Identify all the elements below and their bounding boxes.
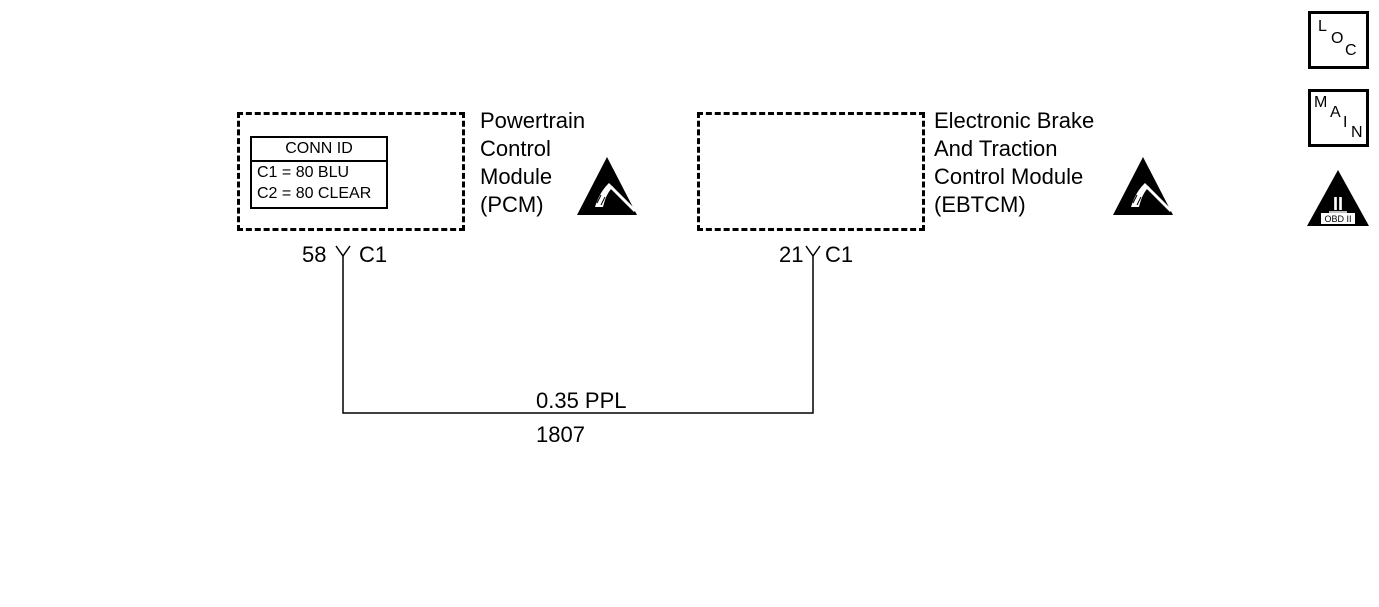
ebtcm-name-line: Electronic Brake	[934, 108, 1095, 133]
conn-id-row: C1 = 80 BLU	[257, 164, 350, 181]
ebtcm-pin-number: 21	[779, 242, 804, 267]
pcm-pin-number: 58	[302, 242, 327, 267]
main-menu-icon[interactable]: M A I N	[1308, 89, 1369, 147]
pcm-name-line: Module	[480, 164, 553, 189]
ebtcm-name-line: (EBTCM)	[934, 192, 1026, 217]
ebtcm-module-name: Electronic Brake And Traction Control Mo…	[934, 107, 1094, 219]
wire-gauge-color: 0.35 PPL	[536, 388, 627, 413]
loc-letter: O	[1331, 30, 1344, 47]
pcm-name-line: Control	[480, 136, 551, 161]
esd-sensitive-icon	[577, 157, 637, 215]
loc-letter: C	[1345, 42, 1357, 59]
ebtcm-module-outline	[697, 112, 925, 231]
pcm-module-outline	[237, 112, 465, 231]
ebtcm-connector-symbol	[805, 245, 821, 257]
ebtcm-name-line: Control Module	[934, 164, 1084, 189]
ebtcm-connector-id: C1	[825, 242, 854, 267]
conn-id-title: CONN ID	[252, 138, 386, 162]
pcm-connector-symbol	[335, 245, 351, 257]
main-letter: M	[1314, 94, 1328, 111]
obd-label: OBD II	[1324, 214, 1351, 224]
location-view-icon[interactable]: L O C	[1308, 11, 1369, 69]
conn-id-row: C2 = 80 CLEAR	[257, 185, 372, 202]
wire-circuit-number: 1807	[536, 422, 585, 447]
main-letter: A	[1330, 104, 1341, 121]
pcm-connector-id: C1	[359, 242, 388, 267]
main-letter: I	[1343, 114, 1348, 131]
pcm-module-name: Powertrain Control Module (PCM)	[480, 107, 585, 219]
loc-letter: L	[1318, 18, 1327, 35]
wire-1807	[342, 256, 814, 414]
pcm-name-line: Powertrain	[480, 108, 586, 133]
main-letter: N	[1351, 124, 1363, 141]
obd-ii-icon[interactable]: II OBD II	[1307, 170, 1369, 226]
esd-sensitive-icon	[1113, 157, 1173, 215]
conn-id-table: CONN ID C1 = 80 BLU C2 = 80 CLEAR	[250, 136, 388, 209]
ebtcm-name-line: And Traction	[934, 136, 1058, 161]
obd-symbol: II	[1333, 194, 1343, 214]
pcm-name-line: (PCM)	[480, 192, 544, 217]
